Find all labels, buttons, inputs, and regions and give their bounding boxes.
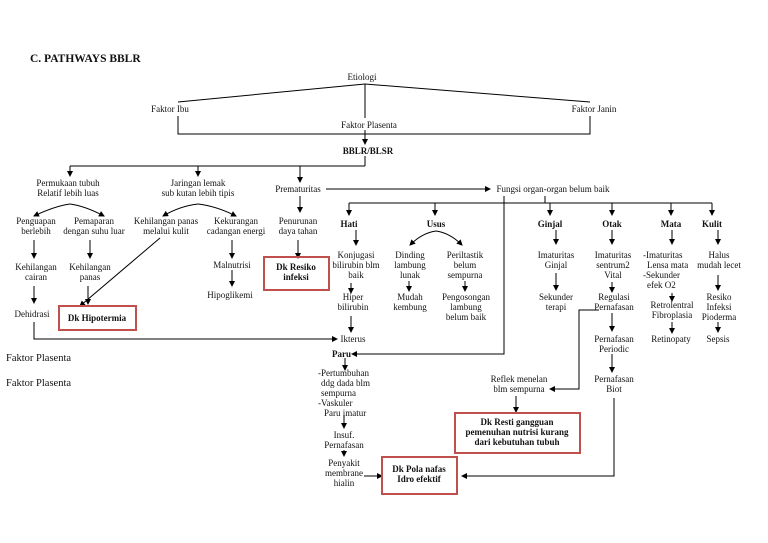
node-mata: Mata xyxy=(661,219,682,229)
page-title: C. PATHWAYS BBLR xyxy=(30,53,141,65)
node-faktor-ibu: Faktor Ibu xyxy=(151,104,189,114)
node-kulit: Kulit xyxy=(702,219,722,229)
node-sepsis: Sepsis xyxy=(706,334,730,344)
node-paru: Paru xyxy=(332,349,351,359)
node-dehidrasi: Dehidrasi xyxy=(15,309,50,319)
node-ikterus: Ikterus xyxy=(341,334,366,344)
node-insuf-pernafasan: Insuf.Pernafasan xyxy=(324,430,364,450)
side-label-faktor-plasenta: Faktor Plasenta xyxy=(6,353,71,364)
node-bblr: BBLR/BLSR xyxy=(343,146,394,156)
diagnosis-hipotermia: Dk Hipotermia xyxy=(58,305,137,331)
node-hipoglikemi: Hipoglikemi xyxy=(207,290,253,300)
node-faktor-janin: Faktor Janin xyxy=(572,104,617,114)
node-usus: Usus xyxy=(427,219,446,229)
side-label-faktor-plasenta: Faktor Plasenta xyxy=(6,378,71,389)
node-malnutrisi: Malnutrisi xyxy=(213,260,251,270)
connectors xyxy=(31,83,721,479)
node-otak: Otak xyxy=(602,219,622,229)
node-hati: Hati xyxy=(341,219,358,229)
node-ginjal: Ginjal xyxy=(538,219,563,229)
node-faktor-plasenta: Faktor Plasenta xyxy=(341,120,397,130)
node-prematuritas: Prematuritas xyxy=(275,184,321,194)
node-fungsi: Fungsi organ-organ belum baik xyxy=(497,184,610,194)
node-retinopaty: Retinopaty xyxy=(651,334,691,344)
node-etiologi: Etiologi xyxy=(348,72,377,82)
diagnosis-label: Dk Hipotermia xyxy=(68,313,127,323)
